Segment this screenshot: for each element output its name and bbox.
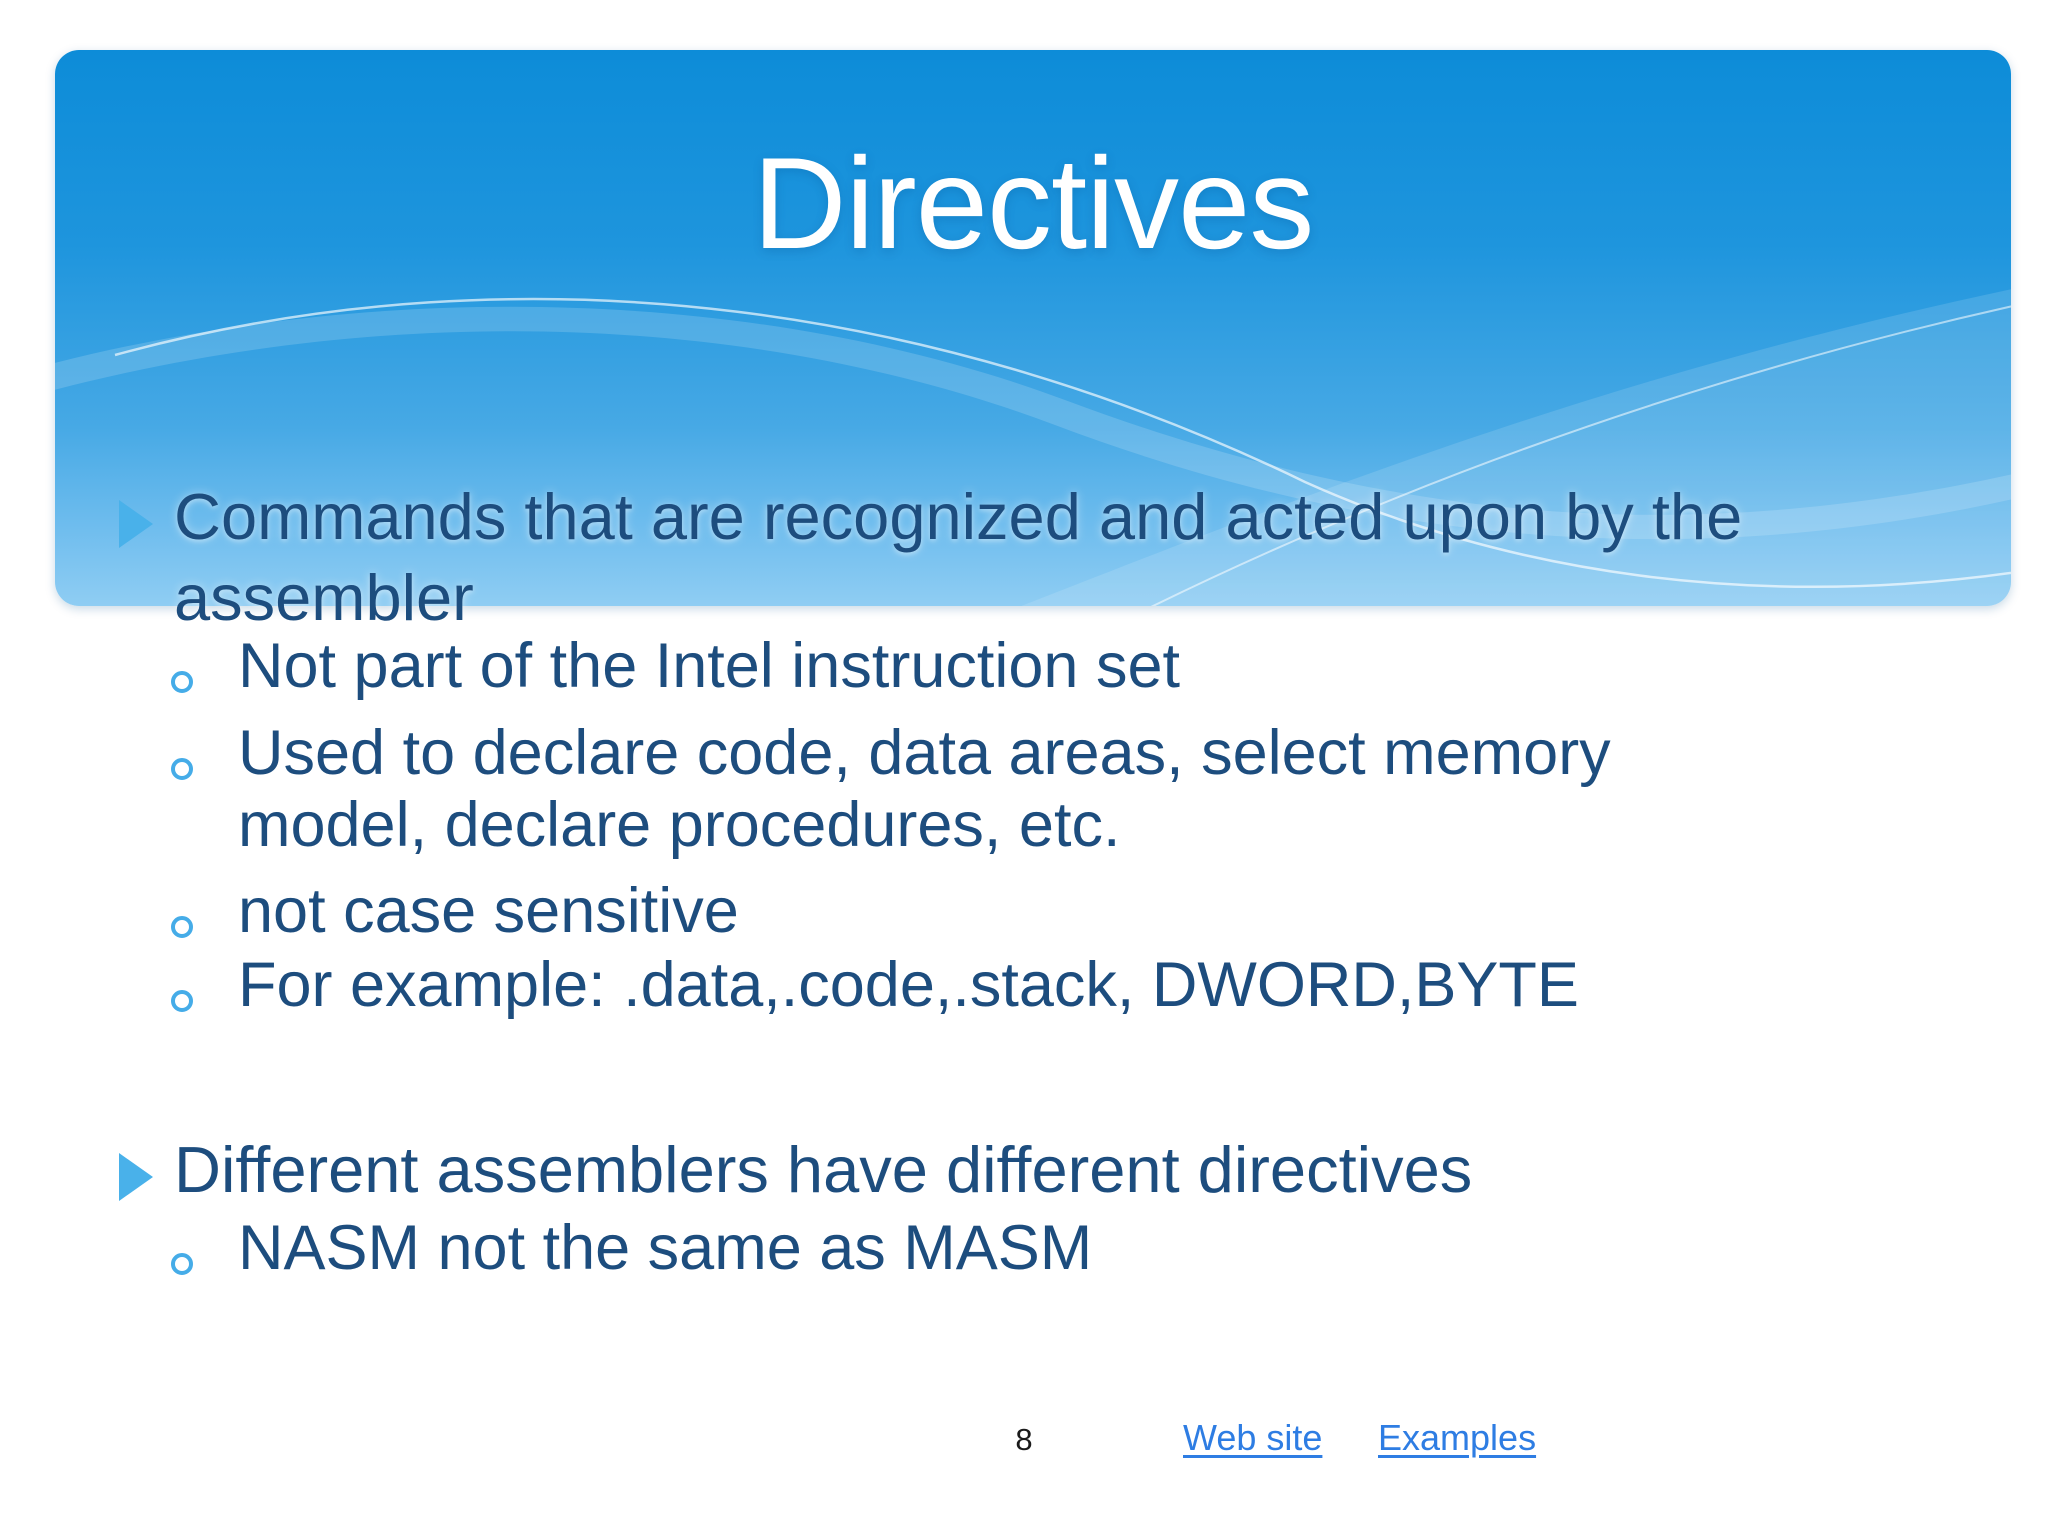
wave-decoration [55, 289, 2011, 606]
circle-bullet-icon [171, 990, 193, 1012]
bullet-text-line: For example: .data,.code,.stack, DWORD,B… [238, 950, 1579, 1020]
web-site-link[interactable]: Web site [1183, 1417, 1323, 1458]
bullet-text-line: model, declare procedures, etc. [238, 790, 1121, 860]
arrow-bullet-icon [119, 1153, 153, 1201]
circle-bullet-icon [171, 758, 193, 780]
circle-bullet-icon [171, 1253, 193, 1275]
page-number: 8 [1015, 1422, 1033, 1457]
bullet-text-line: Used to declare code, data areas, select… [238, 718, 1611, 788]
bullet-text-line: NASM not the same as MASM [238, 1213, 1093, 1283]
circle-bullet-icon [171, 671, 193, 693]
arrow-bullet-icon [119, 500, 153, 548]
title-banner: Directives [55, 50, 2011, 606]
bullet-text-line: Different assemblers have different dire… [174, 1133, 1473, 1206]
circle-bullet-icon [171, 916, 193, 938]
slide-title: Directives [752, 130, 1315, 276]
bullet-text-line: Not part of the Intel instruction set [238, 631, 1180, 701]
bullet-text-line: assembler [174, 561, 474, 634]
bullet-text-line: Commands that are recognized and acted u… [174, 480, 1743, 553]
bullet-text-line: not case sensitive [238, 876, 739, 946]
examples-link[interactable]: Examples [1378, 1417, 1537, 1458]
